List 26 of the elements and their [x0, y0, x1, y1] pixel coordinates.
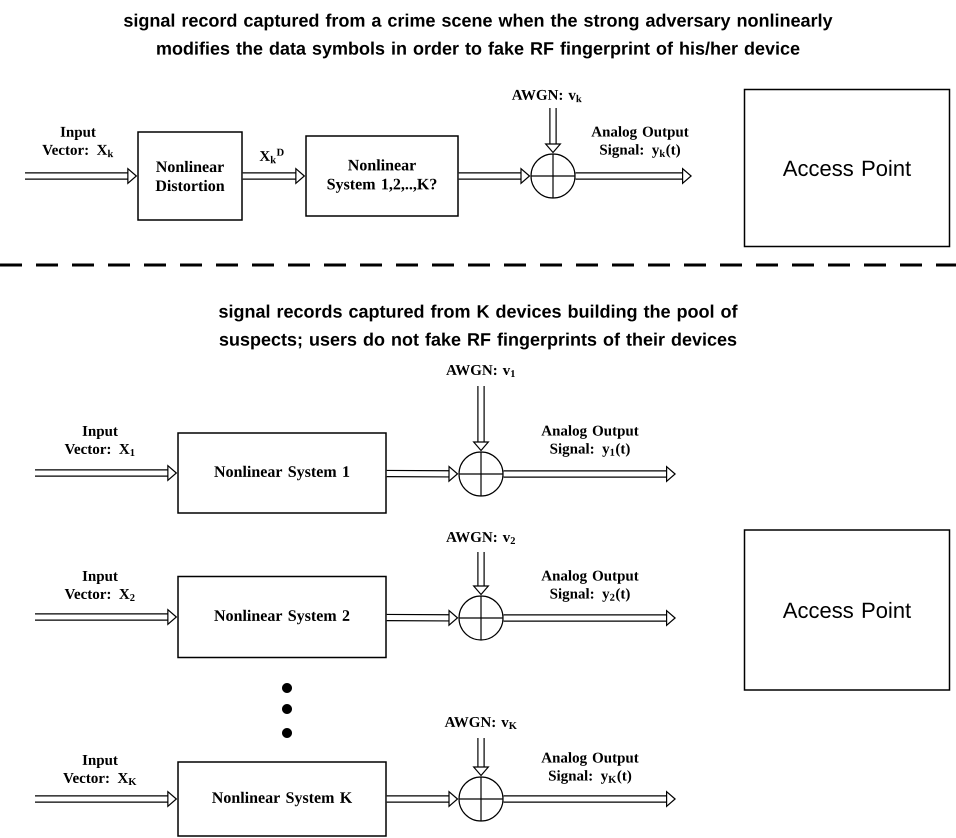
system-box: Nonlinear System 2: [177, 576, 387, 658]
access-point-box: Access Point: [744, 88, 950, 248]
edge-label: Analog Output Signal: y$_{1}$(t): [541, 425, 639, 457]
system-box: Nonlinear System 1,2,..,K?: [305, 135, 459, 217]
system-box: Nonlinear System K: [177, 761, 387, 837]
edge-label: Analog Output Signal: y$_{2}$(t): [541, 570, 639, 602]
edge-label: Input Vector: X$_{K}$: [63, 755, 136, 785]
access-point-box: Access Point: [744, 529, 950, 691]
edge-label: Analog Output Signal: y$_{k}$(t): [591, 126, 689, 158]
summing-junction: [458, 595, 504, 641]
summing-junction: [458, 451, 504, 497]
edge-label: AWGN: v$_{1}$: [446, 364, 515, 378]
edge-label: Input Vector: X$_{1}$: [64, 426, 134, 456]
summing-junction: [458, 776, 504, 822]
edge-label: Input Vector: X$_{k}$: [42, 126, 114, 158]
heading: signal records captured from K devices building the pool of suspects; users do not fake RF fingerprints of their devices: [219, 304, 738, 350]
edge-label: X$_{k}$D: [260, 148, 284, 164]
summing-junction: [530, 153, 576, 199]
edge-label: AWGN: v$_{K}$: [444, 716, 517, 730]
edge-label: Analog Output Signal: y$_{K}$(t): [541, 752, 639, 784]
edge-label: Input Vector: X$_{2}$: [64, 571, 135, 601]
edge-label: AWGN: v$_{k}$: [512, 90, 582, 102]
system-box: Nonlinear Distortion: [137, 131, 243, 221]
system-box: Nonlinear System 1: [177, 432, 387, 514]
title: signal record captured from a crime scene when the strong adversary nonlinearly modifies the data symbols in order to fake RF fingerprint of his/her device: [124, 14, 832, 58]
edge-label: AWGN: v$_{2}$: [446, 532, 515, 544]
